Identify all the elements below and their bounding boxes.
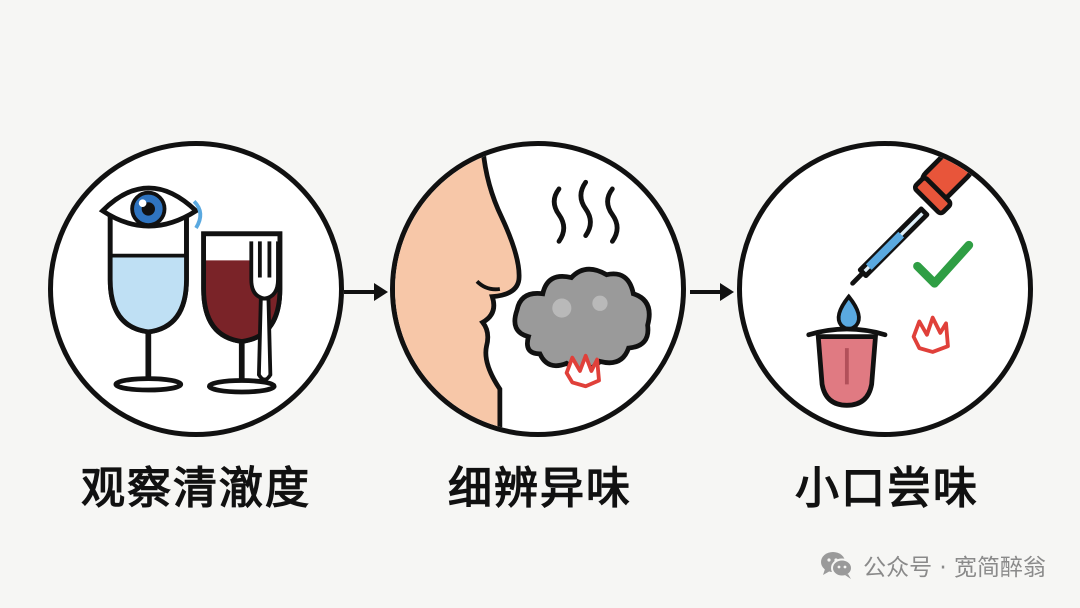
smoke-cloud-icon: [512, 266, 652, 389]
step-1-circle: [48, 141, 344, 437]
sour-spark-icon: [911, 315, 950, 354]
clear-wine-glass: [107, 210, 189, 393]
nose-smell-icon: [395, 146, 652, 432]
eye-wine-glasses-icon: [98, 185, 283, 395]
step-3-label: 小口尝味: [795, 463, 979, 514]
fork-icon: [249, 241, 280, 382]
face-profile: [395, 146, 522, 432]
dropper-tongue-icon: [806, 147, 975, 408]
step-2-circle: [390, 141, 686, 437]
watermark: 公众号 · 宽简醉翁: [819, 547, 1046, 583]
arrow-right-icon: [344, 283, 388, 301]
check-icon: [913, 240, 974, 288]
tongue-icon: [806, 326, 888, 408]
watermark-text: 公众号 · 宽简醉翁: [863, 555, 1046, 581]
step-2-label: 细辨异味: [448, 463, 632, 514]
eye-icon: [98, 185, 203, 229]
wechat-icon: [821, 552, 854, 579]
smell-waves-icon: [551, 179, 620, 244]
step-1-label: 观察清澈度: [81, 463, 311, 514]
arrow-right-icon: [690, 283, 734, 301]
water-drop-icon: [836, 293, 861, 331]
step-3-circle: [737, 141, 1033, 437]
